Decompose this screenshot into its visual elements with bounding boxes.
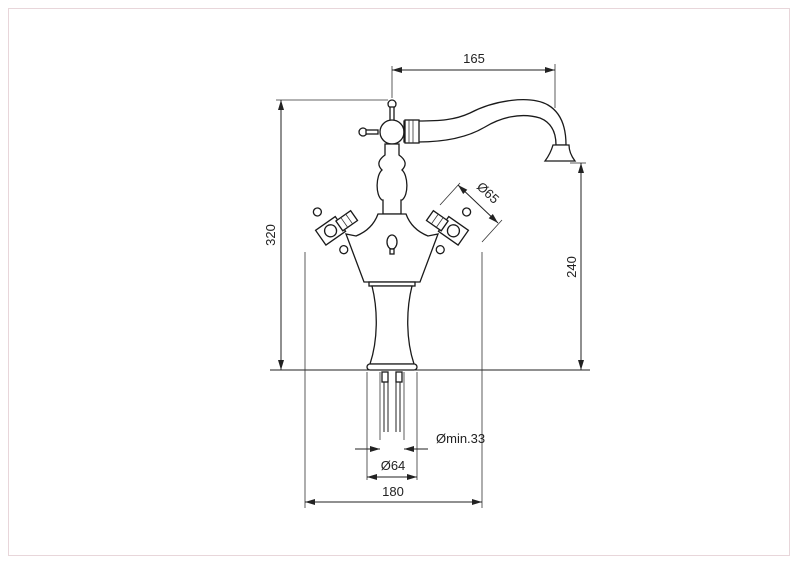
svg-text:320: 320: [263, 224, 278, 246]
svg-text:Ømin.33: Ømin.33: [436, 431, 485, 446]
svg-text:165: 165: [463, 51, 485, 66]
dimension-handle-span: 180: [304, 252, 483, 508]
svg-text:180: 180: [382, 484, 404, 499]
dimension-total-height: 320: [263, 99, 388, 370]
dimension-base-diameter: Ø64: [366, 372, 418, 480]
svg-text:Ø65: Ø65: [474, 179, 502, 207]
faucet-body: [344, 99, 577, 371]
svg-text:Ø64: Ø64: [381, 458, 406, 473]
drawing-frame: [8, 8, 790, 556]
left-handle: [312, 207, 359, 255]
dimension-min-hole: Ømin.33: [355, 431, 485, 452]
right-handle: [425, 207, 472, 255]
dimension-spout-height: 240: [564, 162, 586, 370]
dimension-spout-reach: 165: [391, 51, 556, 108]
svg-text:240: 240: [564, 256, 579, 278]
supply-pipes: [379, 371, 405, 440]
